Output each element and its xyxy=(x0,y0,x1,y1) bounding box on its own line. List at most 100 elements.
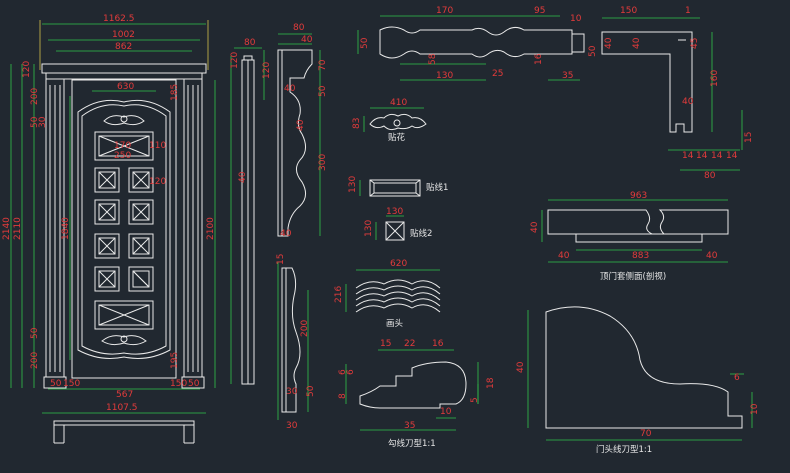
dim-sec-14a: 14 xyxy=(682,151,694,161)
dim-prof2-30: 30 xyxy=(286,387,298,397)
dim-door-bottom-150: 150 xyxy=(63,379,80,389)
dim-prof-300: 300 xyxy=(318,154,328,171)
dim-knife1-5: 5 xyxy=(470,397,480,403)
dim-sec-45: 45 xyxy=(690,38,700,49)
dim-side-80: 80 xyxy=(244,38,256,48)
dim-prof-40d: 40 xyxy=(280,229,292,239)
dim-knife1-22: 22 xyxy=(404,339,415,349)
dim-tie2-130: 130 xyxy=(386,207,403,217)
dim-door-height-2110: 2110 xyxy=(13,217,23,240)
dim-door-left-200: 200 xyxy=(30,88,40,105)
dim-knife1-6: 6 xyxy=(338,369,348,375)
dim-head-620: 620 xyxy=(390,259,407,269)
dim-sec-35: 35 xyxy=(562,71,573,81)
dim-door-left-30: 30 xyxy=(38,116,48,128)
dim-sec-1: 1 xyxy=(685,6,691,16)
dim-cross-963: 963 xyxy=(630,191,647,201)
crown-profile xyxy=(263,33,321,237)
dim-prof-80: 80 xyxy=(293,23,305,33)
dim-cross-40: 40 xyxy=(530,221,540,233)
dim-prof2-15: 15 xyxy=(276,254,286,265)
dim-prof-40b: 40 xyxy=(284,84,296,94)
dim-door-height-2100: 2100 xyxy=(206,217,216,240)
dim-cross-40c: 40 xyxy=(706,251,718,261)
dim-sec-14b: 14 xyxy=(696,151,708,161)
label-head: 画头 xyxy=(386,318,404,329)
dim-knife1-18: 18 xyxy=(486,377,496,389)
dim-knife1-15: 15 xyxy=(380,339,391,349)
dim-sec-10: 10 xyxy=(570,14,582,24)
dim-panel-170: 170 xyxy=(114,141,131,151)
base-profile xyxy=(277,262,309,420)
dim-door-right-195: 195 xyxy=(170,352,180,369)
l-section-profile xyxy=(601,17,743,171)
dim-head-216: 216 xyxy=(334,286,344,303)
door-bottom-carving xyxy=(101,335,147,346)
dim-prof2-30b: 30 xyxy=(286,421,298,431)
label-cross-section: 顶门套侧面(剖视) xyxy=(600,271,666,282)
dim-sec-15: 15 xyxy=(744,132,754,143)
dim-sec-40: 40 xyxy=(632,37,642,49)
dim-prof-40c: 40 xyxy=(296,119,306,131)
door-bottom-frame xyxy=(53,420,195,426)
dim-panel-250: 250 xyxy=(114,151,131,161)
dim-tie2-130v: 130 xyxy=(364,220,374,237)
dim-prof2-200: 200 xyxy=(300,320,310,337)
dim-knife1-6b: 6 xyxy=(346,369,356,375)
door-elevation xyxy=(41,63,207,444)
applique-flower xyxy=(363,107,427,132)
door-cornice-lower xyxy=(45,72,203,80)
door-right-plinth xyxy=(181,376,205,389)
knife-profile-1 xyxy=(345,349,479,431)
door-bottom-panel xyxy=(94,300,154,330)
label-knife2: 门头线刀型1:1 xyxy=(596,444,652,455)
dim-knife1-35: 35 xyxy=(404,421,415,431)
dim-knife2-70: 70 xyxy=(640,429,652,439)
dim-panel-120: 120 xyxy=(149,177,166,187)
dim-door-left-50-bot: 50 xyxy=(30,327,40,339)
dim-knife1-16: 16 xyxy=(432,339,444,349)
door-left-plinth xyxy=(43,376,67,389)
dim-sec-50b: 50 xyxy=(588,45,598,57)
dim-door-height-1840: 1840 xyxy=(61,217,71,240)
tie1 xyxy=(359,179,421,197)
label-tie1: 贴线1 xyxy=(426,182,448,193)
label-knife1: 勾线刀型1:1 xyxy=(388,438,436,449)
dim-sec-14c: 14 xyxy=(711,151,723,161)
door-cornice xyxy=(41,63,207,74)
dim-sec-16: 16 xyxy=(534,53,544,65)
dim-prof-120: 120 xyxy=(262,62,272,79)
dim-cross-883: 883 xyxy=(632,251,649,261)
dim-tie1-130: 130 xyxy=(348,176,358,193)
dim-sec-50: 50 xyxy=(360,37,370,49)
dim-door-bottom-150b: 150 xyxy=(170,379,187,389)
dim-knife2-40: 40 xyxy=(516,361,526,373)
door-small-panels xyxy=(94,167,154,292)
dim-flower-410: 410 xyxy=(390,98,407,108)
dim-sec-160: 160 xyxy=(710,70,720,87)
dim-door-width-862: 862 xyxy=(115,42,132,52)
dim-door-bottom-567: 567 xyxy=(116,390,133,400)
dim-sec-80: 80 xyxy=(704,171,716,181)
dim-panel-110: 110 xyxy=(149,141,166,151)
door-top-panel xyxy=(94,131,154,161)
dim-prof-70: 70 xyxy=(318,59,328,71)
label-tie2: 贴线2 xyxy=(410,228,432,239)
dim-cross-40b: 40 xyxy=(558,251,570,261)
dim-knife2-10: 10 xyxy=(750,403,760,415)
dim-door-panel-630: 630 xyxy=(117,82,134,92)
knife-profile-2 xyxy=(527,306,753,441)
door-dimension-lines xyxy=(10,20,216,414)
dim-prof-50: 50 xyxy=(318,85,328,97)
dim-prof-40: 40 xyxy=(301,35,313,45)
dim-door-left-50: 50 xyxy=(30,116,40,128)
head-ornament xyxy=(345,269,441,313)
dim-door-left-200-bot: 200 xyxy=(30,352,40,369)
dim-door-bottom-1107: 1107.5 xyxy=(106,403,138,413)
dim-sec-170: 170 xyxy=(436,6,453,16)
dim-sec-40c: 40 xyxy=(682,97,694,107)
dim-sec-58: 58 xyxy=(428,53,438,65)
side-view xyxy=(230,47,262,385)
label-flower: 贴花 xyxy=(388,132,406,143)
